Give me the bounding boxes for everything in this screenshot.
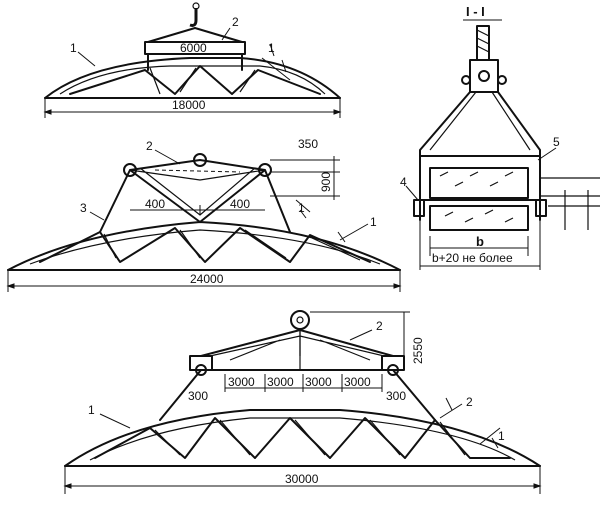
section-chain-links bbox=[476, 29, 490, 53]
fig2-truss-24000: 350 900 400 400 24000 2 3 1 1 bbox=[6, 137, 402, 292]
fig1-leader-1 bbox=[77, 51, 96, 67]
fig3-height-label: 2550 bbox=[411, 337, 425, 364]
fig1-callout-1: 1 bbox=[70, 41, 77, 55]
fig3-frame-block-right bbox=[381, 355, 405, 371]
section-arms bbox=[419, 91, 541, 221]
section-bolt-left-icon bbox=[461, 75, 471, 85]
fig3-callout-2a: 2 bbox=[376, 319, 383, 333]
fig2-span-dim bbox=[7, 270, 401, 292]
fig2-callout-1b: 1 bbox=[370, 215, 377, 229]
fig3-leader-1a bbox=[99, 413, 131, 429]
section-callout-4: 4 bbox=[400, 175, 407, 189]
fig2-span-label: 24000 bbox=[190, 272, 224, 286]
fig2-span-arrows bbox=[6, 283, 402, 289]
section-title: I - I bbox=[466, 4, 485, 19]
section-side-bolt-right bbox=[535, 199, 547, 217]
fig3-top-chord-inner bbox=[89, 417, 516, 461]
section-clamp-head bbox=[469, 59, 499, 93]
fig2-callout-3: 3 bbox=[80, 201, 87, 215]
fig1-hook-eye-icon bbox=[192, 2, 200, 10]
fig2-half-dim bbox=[130, 205, 265, 215]
fig3-frame-inner bbox=[209, 330, 385, 361]
fig3-leader-2a bbox=[349, 329, 373, 341]
section-i-i: I - I b b+20 не более 5 4 bbox=[400, 4, 600, 270]
fig1-sling-top bbox=[147, 27, 243, 43]
fig3-span-arrows bbox=[63, 483, 542, 489]
fig1-web-inner bbox=[149, 67, 256, 95]
section-hatch bbox=[439, 171, 514, 223]
fig3-callout-1a: 1 bbox=[88, 403, 95, 417]
fig3-seg-3: 3000 bbox=[305, 375, 332, 389]
fig1-span-dim bbox=[44, 98, 341, 118]
fig3-end-right: 300 bbox=[386, 389, 406, 403]
fig3-span-label: 30000 bbox=[285, 472, 319, 486]
section-stubs bbox=[540, 177, 600, 230]
fig3-truss-30000: 3000 3000 3000 3000 300 300 2550 30000 2… bbox=[63, 310, 542, 494]
fig2-frame bbox=[99, 159, 291, 233]
fig1-truss-18000: 6000 18000 1 2 1 bbox=[43, 2, 342, 118]
fig1-callout-3: 1 bbox=[268, 41, 275, 55]
fig1-top-chord bbox=[44, 57, 341, 99]
fig2-height-label: 900 bbox=[319, 172, 333, 192]
section-upper-chord bbox=[429, 167, 529, 199]
fig3-callout-1b: 1 bbox=[498, 429, 505, 443]
section-b-dim bbox=[429, 236, 529, 256]
section-bolt-right-icon bbox=[497, 75, 507, 85]
fig2-top-chord-inner bbox=[29, 229, 381, 265]
fig2-leader-1a bbox=[295, 199, 311, 219]
fig2-half-left: 400 bbox=[145, 197, 165, 211]
fig2-half-right: 400 bbox=[230, 197, 250, 211]
fig1-span-arrows bbox=[43, 109, 342, 115]
fig1-span-label: 18000 bbox=[172, 98, 206, 112]
fig2-callout-2: 2 bbox=[146, 139, 153, 153]
section-callout-5: 5 bbox=[553, 135, 560, 149]
fig1-web bbox=[69, 65, 321, 95]
fig3-web-inner bbox=[154, 419, 466, 456]
section-blimit-label: b+20 не более bbox=[432, 251, 513, 265]
section-lower-chord bbox=[429, 205, 529, 231]
fig3-hook-pin-icon bbox=[296, 316, 304, 324]
fig1-leader-2 bbox=[221, 27, 231, 41]
fig1-leader-3 bbox=[261, 43, 291, 81]
fig3-seg-dim bbox=[224, 374, 383, 392]
fig3-seg-2: 3000 bbox=[267, 375, 294, 389]
fig2-offset-label: 350 bbox=[298, 137, 318, 151]
section-blimit-dim bbox=[419, 220, 541, 270]
fig2-top-chord bbox=[7, 221, 401, 271]
fig3-web bbox=[94, 417, 511, 459]
fig3-leader-2b bbox=[439, 397, 463, 419]
fig2-leader-3 bbox=[89, 211, 105, 221]
fig1-traverse-beam bbox=[144, 41, 246, 55]
fig3-span-dim bbox=[64, 466, 541, 494]
section-plates bbox=[419, 155, 541, 201]
fig3-hook-ring-icon bbox=[290, 310, 310, 330]
fig3-height-dim bbox=[310, 311, 410, 370]
fig1-hook-icon bbox=[189, 8, 198, 27]
fig2-height-dim bbox=[270, 156, 340, 200]
fig3-leader-1b bbox=[479, 427, 501, 449]
fig1-beam-label: 6000 bbox=[180, 41, 207, 55]
fig3-frame-block-left bbox=[189, 355, 213, 371]
fig3-end-left: 300 bbox=[188, 389, 208, 403]
fig1-slings bbox=[147, 53, 243, 71]
fig2-callout-1a: 1 bbox=[298, 201, 305, 215]
fig3-top-chord bbox=[64, 409, 541, 467]
section-pin-icon bbox=[478, 70, 490, 82]
fig2-dashed bbox=[154, 169, 241, 173]
section-b-label: b bbox=[476, 234, 484, 249]
fig2-leader-1b bbox=[337, 223, 369, 243]
fig2-web-inner bbox=[103, 229, 361, 261]
section-side-bolt-left bbox=[413, 199, 425, 217]
fig1-callout-2: 2 bbox=[232, 15, 239, 29]
section-leader-4 bbox=[405, 185, 419, 201]
section-arms-inner bbox=[429, 91, 531, 151]
fig1-top-chord-inner bbox=[59, 65, 326, 95]
fig3-seg-1: 3000 bbox=[228, 375, 255, 389]
section-leader-5 bbox=[537, 147, 557, 161]
fig3-callout-2b: 2 bbox=[466, 395, 473, 409]
fig3-seg-4: 3000 bbox=[344, 375, 371, 389]
fig2-leader-2 bbox=[154, 149, 181, 165]
fig2-web bbox=[39, 227, 371, 263]
